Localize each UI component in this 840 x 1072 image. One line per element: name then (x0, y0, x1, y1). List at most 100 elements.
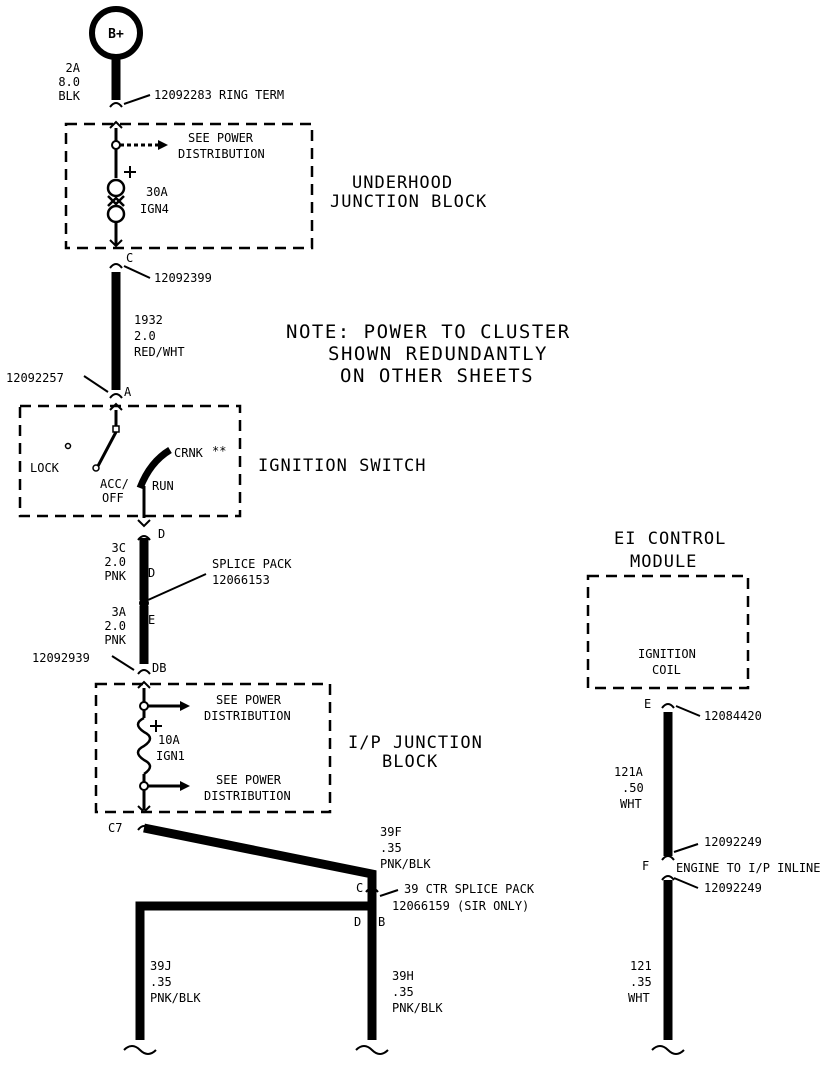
underhood-title-line1: UNDERHOOD (352, 173, 453, 193)
ignition-switch-block (18, 404, 242, 518)
wire-39f-circuit: 39F (380, 825, 402, 839)
wire-2a-gauge: 8.0 (58, 75, 80, 89)
ip-see-power2-arrow-icon (180, 781, 190, 791)
wire-39h-continuation-icon (355, 1045, 389, 1055)
ip-fuse-name: IGN1 (156, 749, 185, 763)
ignition-top-pin: A (124, 385, 132, 399)
ignition-switch-title: IGNITION SWITCH (258, 456, 427, 476)
wire-3c-color: PNK (104, 569, 126, 583)
wire-3a-circuit: 3A (112, 605, 127, 619)
wire-121-color: WHT (628, 991, 650, 1005)
ignition-crank-mark: ** (212, 444, 226, 458)
ip-see-power1-line2: DISTRIBUTION (204, 709, 291, 723)
note-line1: NOTE: POWER TO CLUSTER (286, 321, 571, 343)
ignition-top-connector: 12092257 (6, 371, 64, 385)
ctr-pin-c: C (356, 881, 363, 895)
wire-1932-circuit: 1932 (134, 313, 163, 327)
wire-121a-color: WHT (620, 797, 642, 811)
see-power-arrow-icon (158, 140, 168, 150)
ip-fuse-rating: 10A (158, 733, 180, 747)
ip-see-power2-line2: DISTRIBUTION (204, 789, 291, 803)
splice-pack-line2: 12066153 (212, 573, 270, 587)
wire-121-gauge: .35 (630, 975, 652, 989)
ei-coil-line2: COIL (652, 663, 681, 677)
ignition-run-label: RUN (152, 479, 174, 493)
ip-bottom-pin: C7 (108, 821, 122, 835)
underhood-bottom-connector-label: 12092399 (154, 271, 212, 285)
inline-label: ENGINE TO I/P INLINE (676, 861, 821, 875)
wire-121a-circuit: 121A (614, 765, 644, 779)
wire-2a-label: 2A 8.0 BLK (58, 61, 80, 103)
wire-39f-color: PNK/BLK (380, 857, 431, 871)
underhood-see-power-line2: DISTRIBUTION (178, 147, 265, 161)
ignition-switch-contacts-icon (64, 431, 172, 518)
ei-coil-line1: IGNITION (638, 647, 696, 661)
inline-connector-icon (661, 855, 675, 861)
ei-title-line2: MODULE (630, 552, 697, 572)
splice-pin-d: D (148, 566, 155, 580)
wire-3a-color: PNK (104, 633, 126, 647)
ring-term-connector (109, 102, 123, 108)
ctr-splice-connector-icon (365, 887, 379, 893)
wire-39h-gauge: .35 (392, 985, 414, 999)
underhood-bottom-pin: C (126, 251, 133, 265)
ip-see-power2-line1: SEE POWER (216, 773, 282, 787)
ignition-crank-label: CRNK (174, 446, 204, 460)
battery-source: B+ (89, 6, 143, 60)
ip-top-connector-icon (137, 669, 151, 675)
underhood-junction-block (64, 122, 314, 250)
wire-39j (135, 901, 372, 1040)
wire-3c-gauge: 2.0 (104, 555, 126, 569)
ei-connector: 12084420 (704, 709, 762, 723)
wire-39j-circuit: 39J (150, 959, 172, 973)
ctr-pin-d: D (354, 915, 361, 929)
ignition-acc-label: ACC/ (100, 477, 129, 491)
wire-39j-continuation-icon (123, 1045, 157, 1055)
wire-39j-color: PNK/BLK (150, 991, 201, 1005)
inline-connector-bottom: 12092249 (704, 881, 762, 895)
underhood-see-power-line1: SEE POWER (188, 131, 254, 145)
wire-1932-gauge: 2.0 (134, 329, 156, 343)
wire-39f-gauge: .35 (380, 841, 402, 855)
ctr-splice-line2: 12066159 (SIR ONLY) (392, 899, 529, 913)
wire-39j-gauge: .35 (150, 975, 172, 989)
ip-see-power1-line1: SEE POWER (216, 693, 282, 707)
wire-121a-gauge: .50 (622, 781, 644, 795)
fuse-30a-icon (106, 166, 136, 224)
splice-pack-line1: SPLICE PACK (212, 557, 292, 571)
wire-39h-circuit: 39H (392, 969, 414, 983)
underhood-bottom-pin-icon (109, 239, 123, 248)
ignition-bottom-pin-icon (137, 519, 151, 528)
underhood-fuse-name: IGN4 (140, 202, 169, 216)
ignition-bottom-pin: D (158, 527, 165, 541)
note-line3: ON OTHER SHEETS (340, 365, 534, 387)
ip-top-connector: 12092939 (32, 651, 90, 665)
power-note: NOTE: POWER TO CLUSTER SHOWN REDUNDANTLY… (286, 321, 571, 387)
ctr-pin-b: B (378, 915, 385, 929)
ip-see-power-arrow-icon (180, 701, 190, 711)
battery-source-label: B+ (108, 27, 124, 42)
ignition-off-label: OFF (102, 491, 124, 505)
ignition-top-connector-icon (109, 393, 123, 399)
ei-pin: E (644, 697, 651, 711)
wire-2a-color: BLK (58, 89, 80, 103)
ip-top-pin: DB (152, 661, 166, 675)
underhood-title-line2: JUNCTION BLOCK (330, 192, 487, 212)
note-line2: SHOWN REDUNDANTLY (328, 343, 548, 365)
inline-pin: F (642, 859, 649, 873)
ei-connector-icon (661, 703, 675, 709)
fuse-10a-icon (136, 716, 162, 776)
wire-2a-circuit: 2A (66, 61, 81, 75)
splice-pack-node (139, 598, 149, 608)
wire-3a-gauge: 2.0 (104, 619, 126, 633)
wire-121-circuit: 121 (630, 959, 652, 973)
underhood-fuse-rating: 30A (146, 185, 168, 199)
splice-pin-e: E (148, 613, 155, 627)
wire-39f (143, 823, 377, 906)
wire-39h-color: PNK/BLK (392, 1001, 443, 1015)
wire-3c-circuit: 3C (112, 541, 126, 555)
ignition-lock-label: LOCK (30, 461, 60, 475)
wire-121-continuation-icon (651, 1045, 685, 1055)
ip-junction-block (94, 682, 332, 814)
